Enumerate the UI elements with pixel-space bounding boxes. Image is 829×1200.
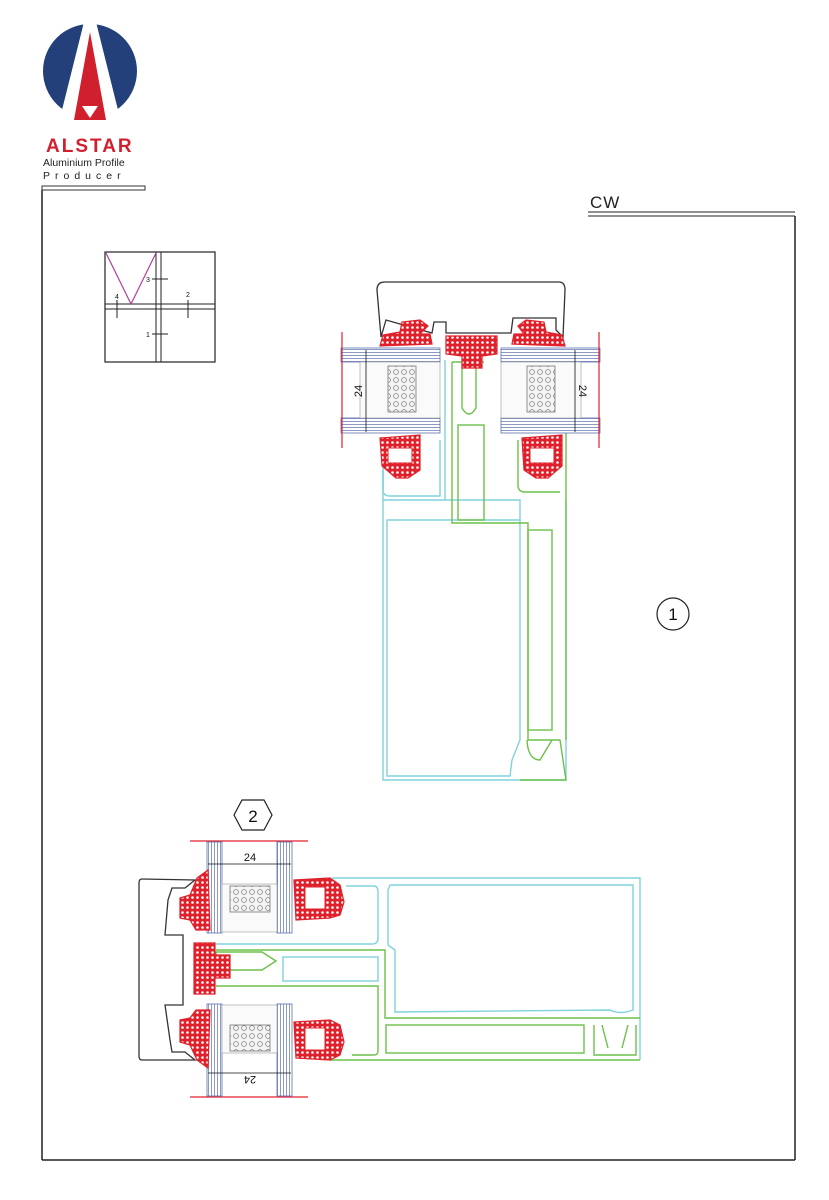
pressure-cap <box>138 878 197 1061</box>
section-2-transom-detail: 24 24 <box>138 840 641 1098</box>
key-marker-1: 1 <box>146 332 150 339</box>
logo-tagline-2: Producer <box>43 170 126 182</box>
outer-gasket-left <box>379 319 433 347</box>
section-2-label: 2 <box>248 807 257 826</box>
key-plan: 3 1 2 4 <box>104 251 216 363</box>
sheet-title: CW <box>590 193 620 212</box>
mullion-profile <box>382 470 567 781</box>
logo-spire <box>74 32 106 120</box>
section-2-callout: 2 <box>233 799 273 831</box>
center-gasket <box>193 942 231 995</box>
outer-gasket-bottom <box>179 1009 211 1070</box>
transom-profile <box>216 877 641 1060</box>
spacer <box>387 365 417 413</box>
glass-pane <box>340 347 441 363</box>
outer-gasket-right <box>511 319 566 347</box>
alstar-logo: ALSTAR Aluminium Profile Producer <box>43 22 137 182</box>
logo-tagline-1: Aluminium Profile <box>43 157 125 169</box>
opening-vent-mark <box>105 252 157 306</box>
section-1-label: 1 <box>668 605 677 624</box>
key-marker-2: 2 <box>186 292 190 299</box>
key-marker-3: 3 <box>146 277 150 284</box>
section-1-mullion-detail: 24 24 <box>340 281 601 781</box>
spacer <box>229 885 271 913</box>
section-1-callout: 1 <box>656 597 690 631</box>
dimension-24-left: 24 <box>353 385 365 397</box>
key-marker-4: 4 <box>115 294 119 301</box>
sheet-border <box>41 185 796 1161</box>
transom-inner-profile <box>216 949 640 1061</box>
logo-brand-text: ALSTAR <box>46 136 134 157</box>
pressure-cap <box>376 281 566 339</box>
screw <box>461 365 477 415</box>
dimension-24-bottom: 24 <box>244 1073 256 1085</box>
outer-gasket-top <box>179 868 211 931</box>
center-gasket <box>445 335 498 369</box>
dimension-24-top: 24 <box>244 852 256 864</box>
dimension-24-right: 24 <box>576 385 588 397</box>
